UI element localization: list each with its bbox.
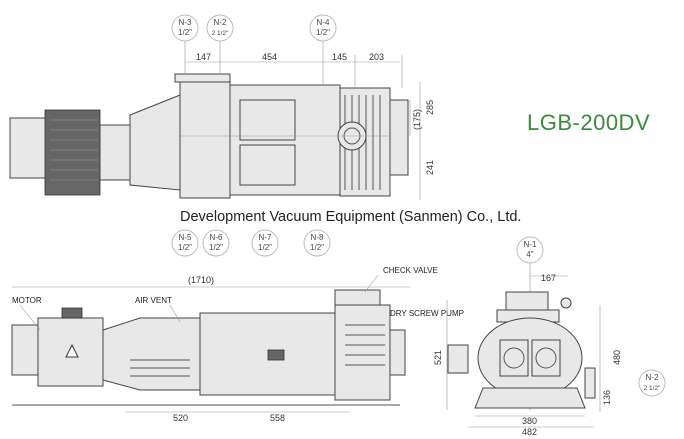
dim-380: 380	[522, 416, 537, 426]
dim-203: 203	[369, 52, 384, 62]
terminal-box	[61, 307, 83, 319]
svg-text:1/2": 1/2"	[258, 243, 272, 252]
label-check-valve: CHECK VALVE	[383, 266, 438, 275]
nozzle-n3: N-31/2"	[171, 14, 199, 42]
check-valve	[334, 289, 381, 306]
label-dry-screw-pump: DRY SCREW PUMP	[390, 309, 464, 318]
svg-text:N-2: N-2	[214, 18, 227, 27]
coupling	[99, 124, 131, 181]
rotor-port-left	[499, 339, 529, 377]
svg-text:N-1: N-1	[524, 240, 537, 249]
dim-520: 520	[173, 413, 188, 423]
side-view: (1710) 520 558 MOTOR AIR VENT CHECK VALV…	[11, 266, 464, 423]
svg-text:1/2": 1/2"	[310, 243, 324, 252]
svg-text:N-4: N-4	[317, 18, 330, 27]
dim-147: 147	[196, 52, 211, 62]
svg-text:N-5: N-5	[179, 233, 192, 242]
svg-text:2 1/2": 2 1/2"	[644, 385, 661, 392]
dim-285: 285	[425, 100, 435, 115]
bell-housing	[102, 317, 201, 391]
nozzle-n4: N-41/2"	[309, 14, 337, 42]
side-port	[447, 344, 469, 374]
svg-text:1/2": 1/2"	[178, 243, 192, 252]
gear-case	[179, 79, 231, 199]
motor-body	[44, 109, 101, 196]
nozzle-n7: N-71/2"	[251, 229, 279, 257]
dim-482: 482	[522, 427, 537, 437]
dim-558: 558	[270, 413, 285, 423]
dim-167: 167	[541, 273, 556, 283]
svg-text:N-8: N-8	[311, 233, 324, 242]
top-view: 147 454 145 203 285 (175) 241 N-31/2" N-…	[9, 14, 435, 257]
inspection-cover-bottom	[239, 144, 296, 186]
dim-145: 145	[332, 52, 347, 62]
end-cover	[334, 304, 391, 401]
svg-text:1/2": 1/2"	[209, 243, 223, 252]
label-motor: MOTOR	[12, 296, 42, 305]
warning-icon	[65, 343, 79, 358]
motor-fan-cover	[11, 324, 43, 376]
svg-text:N-3: N-3	[179, 18, 192, 27]
svg-text:1/2": 1/2"	[178, 28, 192, 37]
valve-handwheel	[560, 297, 572, 309]
dim-175: (175)	[412, 109, 422, 130]
dim-521: 521	[433, 350, 443, 365]
nozzle-n5: N-51/2"	[171, 229, 199, 257]
dim-241: 241	[425, 160, 435, 175]
nameplate	[267, 349, 285, 361]
nozzle-n8: N-81/2"	[303, 229, 331, 257]
svg-text:1/2": 1/2"	[316, 28, 330, 37]
dim-1710: (1710)	[188, 275, 214, 285]
base	[474, 387, 586, 409]
svg-text:N-2: N-2	[646, 373, 659, 382]
dim-480: 480	[612, 350, 622, 365]
outlet-flange	[389, 99, 409, 176]
dim-454: 454	[262, 52, 277, 62]
end-view: 167 521 480 136 380 482 N-14" N-2 2 1/2"	[433, 236, 666, 437]
company-name: Development Vacuum Equipment (Sanmen) Co…	[180, 209, 522, 225]
svg-text:N-7: N-7	[259, 233, 272, 242]
outlet-flange	[389, 329, 406, 376]
nozzle-n1: N-14"	[516, 236, 544, 264]
nozzle-n2: N-2 2 1/2"	[206, 14, 234, 42]
motor-fan-cover	[9, 117, 51, 179]
check-valve	[505, 291, 549, 311]
inspection-cover-top	[239, 99, 296, 141]
n2-flange	[174, 73, 231, 83]
pump-body	[199, 312, 336, 396]
svg-text:N-6: N-6	[210, 233, 223, 242]
label-air-vent: AIR VENT	[135, 296, 172, 305]
svg-text:4": 4"	[526, 250, 533, 259]
dim-136: 136	[602, 390, 612, 405]
nozzle-n6: N-61/2"	[202, 229, 230, 257]
pump-casing	[477, 317, 583, 399]
nozzle-n2-end: N-2 2 1/2"	[638, 369, 666, 397]
bell-housing	[129, 94, 181, 191]
model-title: LGB-200DV	[527, 110, 651, 135]
rotor-port-right	[531, 339, 561, 377]
svg-text:2 1/2": 2 1/2"	[212, 30, 229, 37]
n2-flange	[584, 367, 596, 399]
